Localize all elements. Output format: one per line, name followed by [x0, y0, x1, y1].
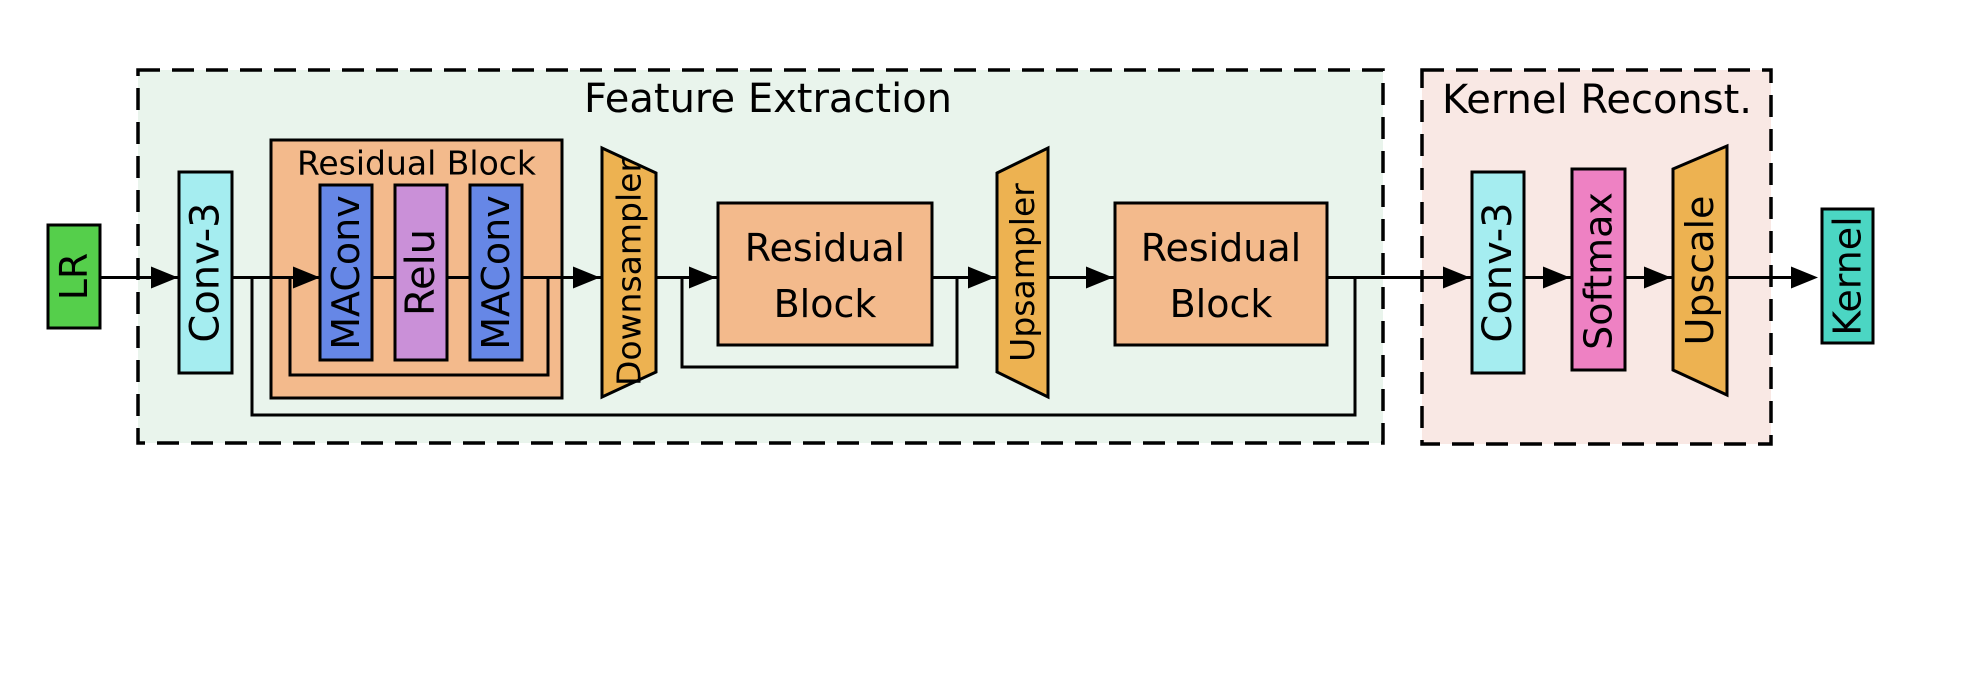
arrowhead [1443, 266, 1470, 289]
softmax-box [1570, 167, 1627, 372]
maconv-1-label: MAConv [324, 195, 368, 349]
upscale-label: Upscale [1678, 196, 1722, 346]
conv3-a-label: Conv-3 [183, 202, 229, 342]
arrowhead [1791, 266, 1818, 289]
global-skip-line [250, 277, 1357, 417]
upscale-trapezoid [1671, 143, 1729, 398]
softmax-label: Softmax [1577, 192, 1621, 350]
arrowhead [293, 266, 320, 289]
downsampler-label: Downsampler [610, 159, 649, 386]
residual-block-3-box [1113, 201, 1329, 347]
arrowhead [968, 266, 995, 289]
kernel-reconst-label: Kernel Reconst. [1442, 77, 1752, 123]
arrowhead [1644, 266, 1671, 289]
maconv-2-label: MAConv [474, 195, 518, 349]
input-lr-box [46, 223, 102, 330]
downsampler-trapezoid [600, 145, 658, 400]
residual-block-3-label-line2: Block [1170, 282, 1273, 326]
kernel-output-box [1820, 207, 1875, 345]
relu-label: Relu [398, 229, 444, 316]
conv3-a-box [177, 170, 234, 375]
residual-block-2-label-line2: Block [774, 282, 877, 326]
residual-block-2-box [716, 201, 934, 347]
residual-block-1-title: Residual Block [297, 144, 537, 183]
residual-skip-1-line [288, 277, 550, 377]
arrowhead [1086, 266, 1113, 289]
arrowhead [573, 266, 600, 289]
arrowhead [689, 266, 716, 289]
conv3-b-label: Conv-3 [1475, 202, 1521, 342]
upsampler-trapezoid [995, 145, 1050, 400]
relu-box [393, 183, 449, 362]
arrowhead [1543, 266, 1570, 289]
lr-label: LR [52, 253, 96, 301]
residual-skip-2-line [680, 277, 959, 369]
conv3-b-box [1470, 170, 1526, 375]
upsampler-label: Upsampler [1003, 183, 1042, 362]
kernel-label: Kernel [1826, 216, 1870, 335]
residual-block-2-label-line1: Residual [745, 226, 905, 270]
residual-block-3-label-line1: Residual [1141, 226, 1301, 270]
arrowhead [151, 266, 178, 289]
maconv-1-box [318, 183, 374, 362]
feature-extraction-label: Feature Extraction [584, 76, 952, 122]
maconv-2-box [468, 183, 524, 362]
